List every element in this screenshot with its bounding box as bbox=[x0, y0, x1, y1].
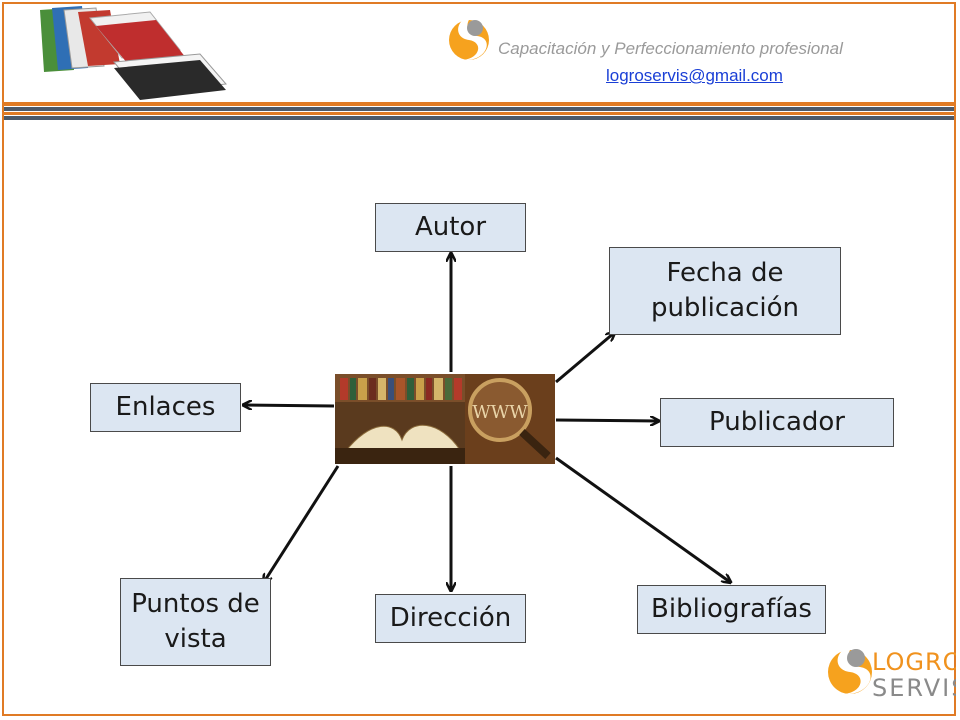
header-stripe-gray bbox=[4, 107, 956, 111]
node-enlaces: Enlaces bbox=[90, 383, 241, 432]
node-puntos-line1: Puntos de bbox=[131, 588, 260, 619]
node-puntos-line2: vista bbox=[164, 624, 227, 654]
header-stripe-gray-2 bbox=[4, 116, 956, 120]
node-direccion: Dirección bbox=[375, 594, 526, 643]
brand-logo-top: LOGRO bbox=[872, 648, 956, 676]
header-stripe-orange bbox=[4, 102, 956, 106]
node-publicador-label: Publicador bbox=[709, 406, 845, 437]
node-enlaces-label: Enlaces bbox=[115, 391, 216, 422]
brand-swirl-icon bbox=[828, 646, 872, 695]
brand-logo: LOGRO SERVIS bbox=[828, 646, 956, 702]
node-bibliografias: Bibliografías bbox=[637, 585, 826, 634]
header: Capacitación y Perfeccionamiento profesi… bbox=[0, 0, 960, 130]
arrow-to-puntos bbox=[264, 465, 340, 582]
node-puntos-de-vista: Puntos de vista bbox=[120, 578, 271, 666]
node-autor: Autor bbox=[375, 203, 526, 252]
tagline: Capacitación y Perfeccionamiento profesi… bbox=[498, 39, 843, 58]
email-link[interactable]: logroservis@gmail.com bbox=[606, 66, 783, 85]
arrow-to-publicador bbox=[555, 420, 658, 421]
header-stripe-orange-2 bbox=[4, 112, 956, 115]
brand-logo-bottom: SERVIS bbox=[872, 674, 956, 702]
node-fecha-line1: Fecha de bbox=[666, 257, 784, 288]
arrow-to-fecha bbox=[555, 333, 614, 384]
node-publicador: Publicador bbox=[660, 398, 894, 447]
books-icon bbox=[40, 6, 227, 100]
node-fecha-publicacion: Fecha de publicación bbox=[609, 247, 841, 335]
node-fecha-line2: publicación bbox=[650, 293, 800, 323]
arrow-to-enlaces bbox=[244, 405, 335, 406]
node-bibliografias-label: Bibliografías bbox=[651, 593, 812, 624]
www-label: WWW bbox=[472, 402, 528, 423]
node-autor-label: Autor bbox=[414, 211, 487, 242]
node-direccion-label: Dirección bbox=[389, 602, 512, 633]
arrow-to-bibliografias bbox=[555, 456, 730, 582]
center-image: WWW bbox=[335, 374, 555, 464]
logo-swirl-icon bbox=[449, 16, 489, 61]
